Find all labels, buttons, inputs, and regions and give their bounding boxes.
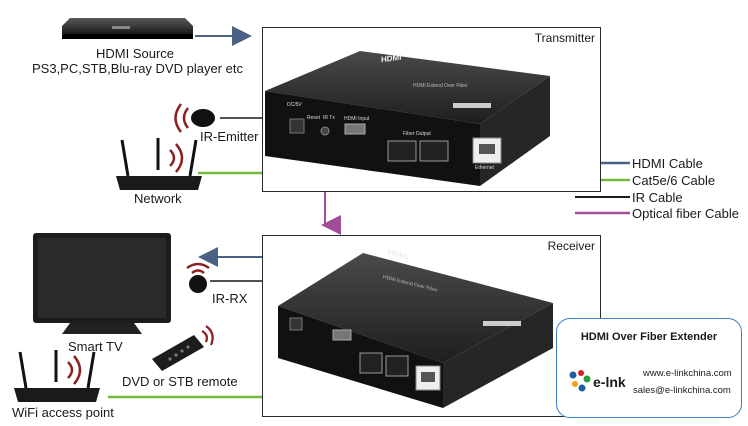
smart-tv-label: Smart TV bbox=[68, 339, 123, 354]
port-ir-label: IR Tx bbox=[323, 115, 335, 121]
remote-label: DVD or STB remote bbox=[122, 374, 238, 389]
dvd-player-icon bbox=[62, 18, 193, 39]
ir-emitter-label: IR-Emitter bbox=[200, 129, 259, 144]
legend-hdmi-label: HDMI Cable bbox=[632, 156, 703, 171]
port-hdmi-label: HDMI Input bbox=[344, 116, 370, 122]
hdmi-source-title: HDMI Source bbox=[95, 46, 175, 61]
elink-logo-icon bbox=[569, 370, 591, 392]
transmitter-panel: Transmitter HDMI HDMI Extend Over Fiber … bbox=[262, 27, 601, 192]
hdmi-source-device bbox=[60, 14, 195, 42]
receiver-device bbox=[278, 253, 553, 408]
elink-logo-text: e-lnk bbox=[593, 374, 626, 390]
port-reset-label: Reset bbox=[307, 115, 321, 121]
ir-receiver-icon bbox=[186, 262, 210, 293]
brand-title: HDMI Over Fiber Extender bbox=[580, 331, 718, 343]
ir-rx-label: IR-RX bbox=[212, 291, 248, 306]
port-fiber-label: Fiber Output bbox=[403, 131, 431, 137]
wifi-router-icon bbox=[14, 350, 100, 402]
transmitter-title: Transmitter bbox=[534, 31, 595, 45]
transmitter-device bbox=[265, 51, 550, 186]
brand-box: HDMI Over Fiber Extender e-lnk www.e-lin… bbox=[556, 318, 742, 418]
legend-ir-label: IR Cable bbox=[632, 190, 683, 205]
wifi-label: WiFi access point bbox=[12, 405, 114, 420]
port-power-label: DC/5V bbox=[287, 102, 302, 108]
remote-control-icon bbox=[152, 325, 214, 371]
receiver-title: Receiver bbox=[547, 239, 595, 253]
transmitter-device-name: HDMI Extend Over Fiber bbox=[413, 83, 468, 89]
brand-website[interactable]: www.e-linkchina.com bbox=[643, 368, 732, 379]
port-ethernet-label: Ethernet bbox=[475, 165, 494, 171]
legend-fiber-label: Optical fiber Cable bbox=[632, 206, 739, 221]
ir-emitter-icon bbox=[174, 103, 215, 133]
hdmi-source-subtitle: PS3,PC,STB,Blu-ray DVD player etc bbox=[32, 61, 243, 76]
network-label: Network bbox=[134, 191, 182, 206]
brand-email[interactable]: sales@e-linkchina.com bbox=[633, 385, 731, 396]
network-router-icon bbox=[116, 138, 202, 190]
receiver-panel: Receiver HDMI HDMI Extend Over Fiber bbox=[262, 235, 601, 417]
legend-cat-label: Cat5e/6 Cable bbox=[632, 173, 716, 188]
smart-tv-icon bbox=[33, 233, 171, 334]
